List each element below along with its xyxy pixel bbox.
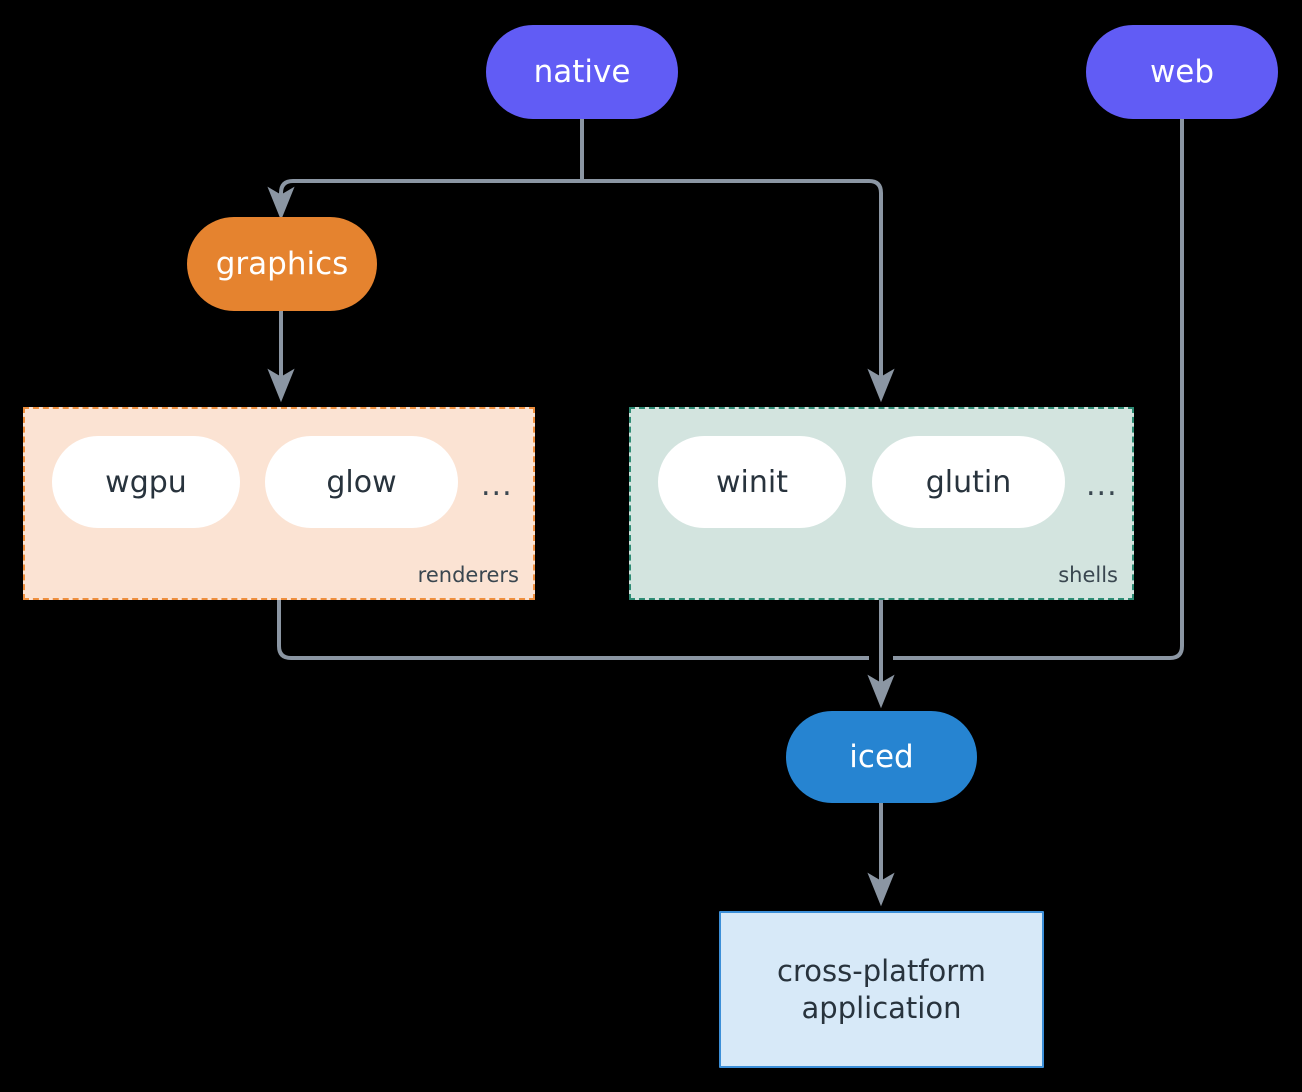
edge-native-to-graphics bbox=[267, 179, 582, 221]
group-renderers: wgpu glow ... renderers bbox=[23, 407, 535, 600]
edge-native-to-shells bbox=[582, 179, 895, 403]
node-cross-platform-application[interactable]: cross-platform application bbox=[719, 911, 1044, 1068]
group-label-renderers: renderers bbox=[417, 563, 519, 587]
node-glow[interactable]: glow bbox=[265, 436, 458, 528]
group-shells: winit glutin ... shells bbox=[629, 407, 1134, 600]
node-winit[interactable]: winit bbox=[658, 436, 846, 528]
node-native[interactable]: native bbox=[486, 25, 678, 119]
application-line-1: cross-platform bbox=[777, 954, 986, 989]
node-wgpu[interactable]: wgpu bbox=[52, 436, 240, 528]
node-graphics[interactable]: graphics bbox=[187, 217, 377, 311]
application-line-2: application bbox=[801, 990, 962, 1025]
shells-overflow-ellipsis: ... bbox=[1086, 468, 1118, 503]
edge-renderers-to-iced bbox=[277, 600, 869, 660]
node-web[interactable]: web bbox=[1086, 25, 1278, 119]
node-glutin[interactable]: glutin bbox=[872, 436, 1065, 528]
node-iced[interactable]: iced bbox=[786, 711, 977, 803]
renderers-overflow-ellipsis: ... bbox=[481, 468, 513, 503]
group-label-shells: shells bbox=[1058, 563, 1118, 587]
